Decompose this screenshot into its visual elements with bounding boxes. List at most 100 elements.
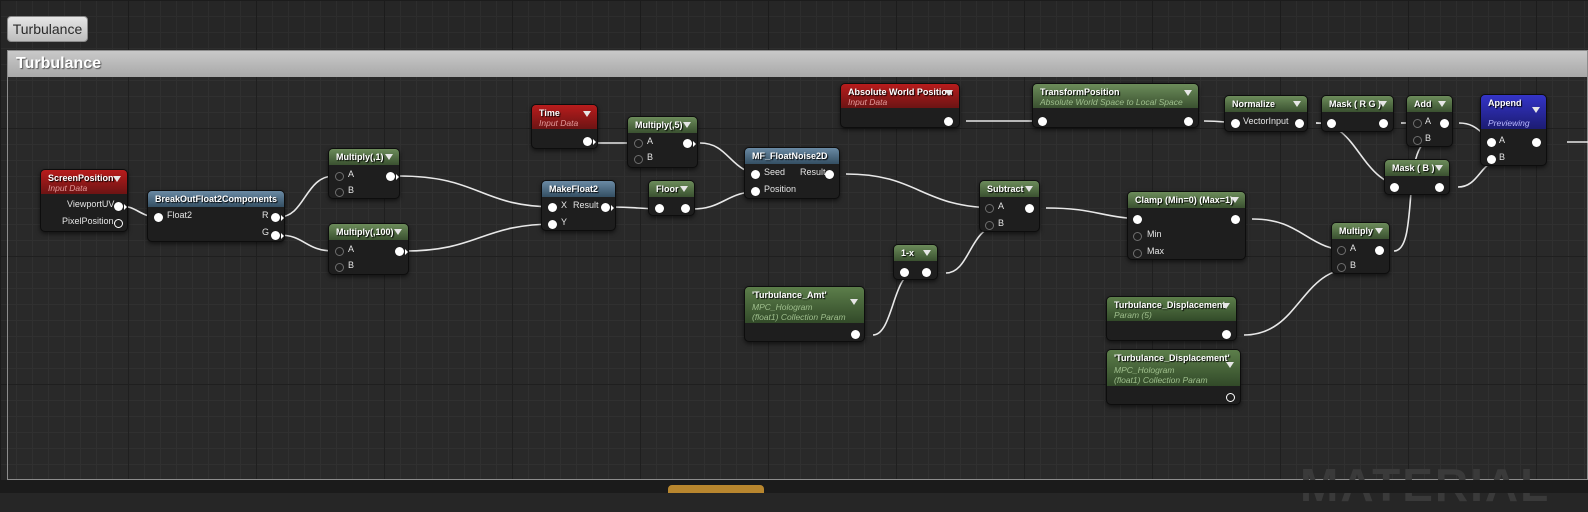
input-pin[interactable] bbox=[1038, 117, 1047, 126]
input-pin-a[interactable] bbox=[1413, 119, 1422, 128]
collapse-arrow-icon[interactable] bbox=[683, 122, 691, 128]
collapse-arrow-icon[interactable] bbox=[1438, 101, 1446, 107]
output-pin[interactable] bbox=[1375, 246, 1384, 255]
output-pin[interactable] bbox=[1379, 119, 1388, 128]
collapse-arrow-icon[interactable] bbox=[1293, 101, 1301, 107]
node-screen-position[interactable]: ScreenPosition Input Data ViewportUV Pix… bbox=[40, 169, 128, 232]
output-pin[interactable] bbox=[1222, 330, 1231, 339]
input-pin-vectorinput[interactable] bbox=[1231, 119, 1240, 128]
output-pin-r[interactable] bbox=[271, 213, 280, 222]
node-multiply-5[interactable]: Multiply(,5) A B bbox=[627, 116, 698, 168]
output-pin[interactable] bbox=[944, 117, 953, 126]
graph-tab[interactable]: Turbulance bbox=[7, 16, 88, 42]
collapse-arrow-icon[interactable] bbox=[1379, 101, 1387, 107]
collapse-arrow-icon[interactable] bbox=[1375, 228, 1383, 234]
output-pin-g[interactable] bbox=[271, 231, 280, 240]
node-mask-b[interactable]: Mask ( B ) bbox=[1384, 159, 1450, 195]
node-time[interactable]: Time Input Data bbox=[531, 104, 598, 149]
output-pin[interactable] bbox=[1025, 204, 1034, 213]
collapse-arrow-icon[interactable] bbox=[1231, 197, 1239, 203]
input-pin-a[interactable] bbox=[1487, 138, 1496, 147]
output-pin-viewportuv[interactable] bbox=[114, 202, 123, 211]
node-mf-floatnoise2d[interactable]: MF_FloatNoise2D Seed Result Position bbox=[744, 147, 840, 199]
output-pin[interactable] bbox=[1295, 119, 1304, 128]
output-pin-result[interactable] bbox=[601, 203, 610, 212]
input-pin-b[interactable] bbox=[335, 263, 344, 272]
input-pin-b[interactable] bbox=[985, 221, 994, 230]
input-pin-b[interactable] bbox=[1337, 263, 1346, 272]
output-pin[interactable] bbox=[386, 172, 395, 181]
bottom-tab-indicator[interactable] bbox=[668, 485, 764, 493]
output-pin[interactable] bbox=[1184, 117, 1193, 126]
node-breakout-float2[interactable]: BreakOutFloat2Components Float2 R G bbox=[147, 190, 285, 242]
collapse-arrow-icon[interactable] bbox=[923, 250, 931, 256]
input-pin[interactable] bbox=[655, 204, 664, 213]
output-pin[interactable] bbox=[922, 268, 931, 277]
input-pin[interactable] bbox=[1390, 183, 1399, 192]
input-pin-max[interactable] bbox=[1133, 249, 1142, 258]
input-pin-a[interactable] bbox=[335, 247, 344, 256]
collapse-arrow-icon[interactable] bbox=[1226, 362, 1234, 368]
node-turbulance-displacement[interactable]: Turbulance_Displacement Param (5) bbox=[1106, 296, 1237, 341]
node-make-float2[interactable]: MakeFloat2 X Result Y bbox=[541, 180, 616, 231]
input-pin-b[interactable] bbox=[1487, 155, 1496, 164]
node-clamp[interactable]: Clamp (Min=0) (Max=1) Min Max bbox=[1127, 191, 1246, 260]
node-normalize[interactable]: Normalize VectorInput bbox=[1224, 95, 1308, 132]
output-pin[interactable] bbox=[395, 247, 404, 256]
node-multiply-1[interactable]: Multiply(,1) A B bbox=[328, 148, 400, 199]
output-pin[interactable] bbox=[1440, 119, 1449, 128]
node-subtract[interactable]: Subtract A B bbox=[979, 180, 1040, 232]
node-one-minus[interactable]: 1-x bbox=[893, 244, 938, 280]
node-transform-position[interactable]: TransformPosition Absolute World Space t… bbox=[1032, 83, 1199, 128]
output-pin[interactable] bbox=[851, 330, 860, 339]
output-pin[interactable] bbox=[583, 137, 592, 146]
output-pin[interactable] bbox=[1226, 393, 1235, 402]
collapse-arrow-icon[interactable] bbox=[1532, 107, 1540, 113]
input-pin[interactable] bbox=[1133, 215, 1142, 224]
input-pin-seed[interactable] bbox=[751, 170, 760, 179]
input-pin-position[interactable] bbox=[751, 187, 760, 196]
output-pin-pixelposition[interactable] bbox=[114, 219, 123, 228]
comment-box[interactable]: Turbulance bbox=[7, 50, 1588, 480]
output-pin[interactable] bbox=[683, 139, 692, 148]
collapse-arrow-icon[interactable] bbox=[394, 229, 402, 235]
input-pin-b[interactable] bbox=[1413, 136, 1422, 145]
node-turbulance-amt[interactable]: 'Turbulance_Amt' MPC_Hologram (float1) C… bbox=[744, 286, 865, 342]
collapse-arrow-icon[interactable] bbox=[1184, 90, 1192, 96]
input-pin-y[interactable] bbox=[548, 220, 557, 229]
input-pin-min[interactable] bbox=[1133, 232, 1142, 241]
output-pin[interactable] bbox=[681, 204, 690, 213]
node-mask-rg[interactable]: Mask ( R G ) bbox=[1321, 95, 1394, 132]
node-multiply-100[interactable]: Multiply(,100) A B bbox=[328, 223, 409, 275]
collapse-arrow-icon[interactable] bbox=[1435, 165, 1443, 171]
input-pin-a[interactable] bbox=[1337, 246, 1346, 255]
node-turbulance-displacement-mpc[interactable]: 'Turbulance_Displacement' MPC_Hologram (… bbox=[1106, 349, 1241, 405]
collapse-arrow-icon[interactable] bbox=[850, 299, 858, 305]
collapse-arrow-icon[interactable] bbox=[945, 90, 953, 96]
input-pin-a[interactable] bbox=[335, 172, 344, 181]
input-pin-x[interactable] bbox=[548, 203, 557, 212]
collapse-arrow-icon[interactable] bbox=[583, 111, 591, 117]
node-floor[interactable]: Floor bbox=[648, 180, 695, 216]
input-pin-a[interactable] bbox=[634, 139, 643, 148]
output-pin[interactable] bbox=[1435, 183, 1444, 192]
collapse-arrow-icon[interactable] bbox=[113, 176, 121, 182]
input-pin-b[interactable] bbox=[634, 155, 643, 164]
input-pin-b[interactable] bbox=[335, 188, 344, 197]
collapse-arrow-icon[interactable] bbox=[385, 154, 393, 160]
node-multiply[interactable]: Multiply A B bbox=[1331, 222, 1390, 274]
node-add[interactable]: Add A B bbox=[1406, 95, 1453, 147]
collapse-arrow-icon[interactable] bbox=[1025, 186, 1033, 192]
comment-title-bar[interactable]: Turbulance bbox=[8, 51, 1587, 77]
output-pin[interactable] bbox=[1231, 215, 1240, 224]
node-absolute-world-position[interactable]: Absolute World Position Input Data bbox=[840, 83, 960, 128]
output-pin[interactable] bbox=[1532, 138, 1541, 147]
collapse-arrow-icon[interactable] bbox=[1222, 303, 1230, 309]
input-pin-float2[interactable] bbox=[154, 213, 163, 222]
input-pin-a[interactable] bbox=[985, 204, 994, 213]
output-pin-result[interactable] bbox=[825, 170, 834, 179]
input-pin[interactable] bbox=[1327, 119, 1336, 128]
node-append[interactable]: Append Previewing A B bbox=[1480, 94, 1547, 166]
input-pin[interactable] bbox=[900, 268, 909, 277]
